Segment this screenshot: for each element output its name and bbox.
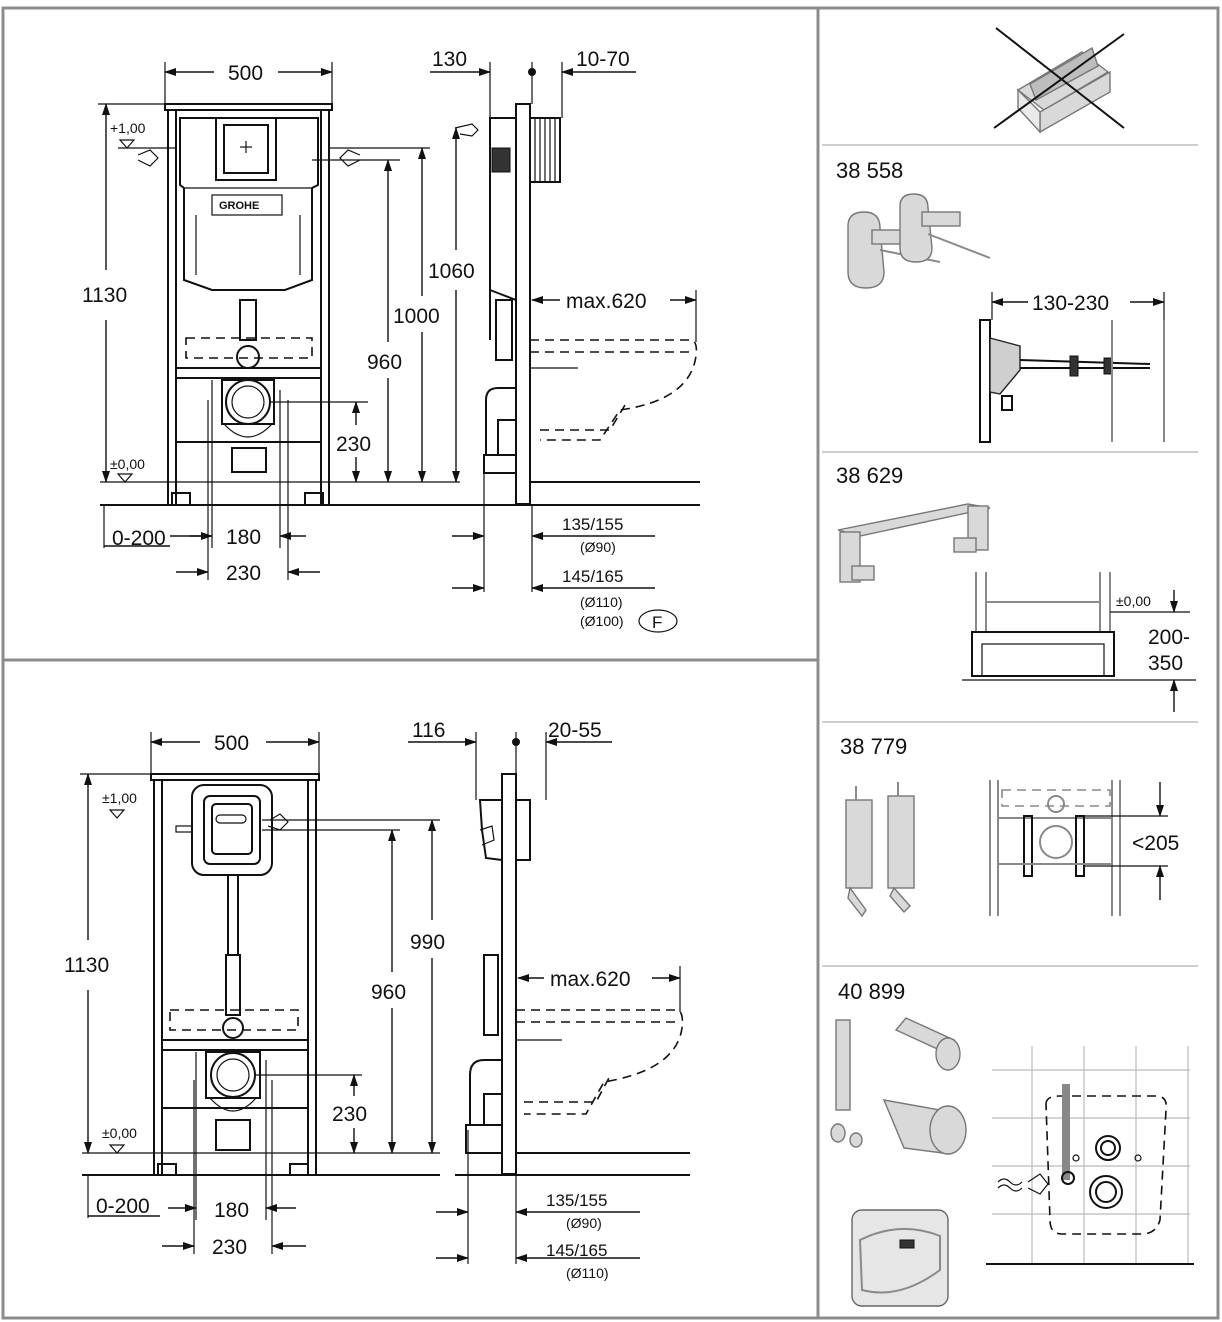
- top-max-620: max.620: [566, 290, 647, 313]
- bottom-pipe-b: 145/165: [546, 1241, 607, 1260]
- top-dim-0-200: 0-200: [112, 527, 166, 550]
- top-pipe-b-sub2: (Ø100): [580, 613, 624, 629]
- top-pipe-a-sub: (Ø90): [580, 539, 616, 555]
- crossed-out-tile-icon: [993, 27, 1125, 134]
- top-side-view: 130 10-70 1060 max.620 135/155 (Ø90) 145…: [428, 48, 700, 633]
- top-dim-230: 230: [336, 433, 371, 456]
- top-pipe-a: 135/155: [562, 515, 623, 534]
- top-country-marker: F: [652, 613, 662, 632]
- bottom-dim-0-200: 0-200: [96, 1195, 150, 1218]
- top-dim-1060: 1060: [428, 260, 475, 283]
- bottom-plus-level-label: ±1,00: [102, 790, 137, 806]
- bottom-dim-230b: 230: [212, 1236, 247, 1259]
- top-zero-level-label: ±0,00: [110, 456, 145, 472]
- accessory-code-38779: 38 779: [840, 734, 907, 759]
- accessory-38629-level: ±0,00: [1116, 593, 1151, 609]
- accessory-code-38629: 38 629: [836, 463, 903, 488]
- top-dim-180: 180: [226, 526, 261, 549]
- bottom-max-620: max.620: [550, 968, 631, 991]
- accessory-code-40899: 40 899: [838, 979, 905, 1004]
- top-pipe-b: 145/165: [562, 567, 623, 586]
- accessory-38558: 38 558 130-230: [836, 158, 1165, 443]
- sheet-frame: [1, 6, 1220, 1320]
- top-plus-level-label: +1,00: [110, 120, 146, 136]
- top-dim-960: 960: [367, 351, 402, 374]
- accessory-38779-dim: <205: [1132, 832, 1179, 855]
- accessory-code-38558: 38 558: [836, 158, 903, 183]
- accessory-38629: 38 629 ±0,00 200- 350: [836, 463, 1196, 712]
- accessory-38779: 38 779 <205: [840, 734, 1179, 918]
- accessory-38629-dim-b: 350: [1148, 652, 1183, 675]
- top-dim-130: 130: [432, 48, 467, 71]
- bottom-dim-990: 990: [410, 931, 445, 954]
- grohe-logo: GROHE: [219, 200, 259, 212]
- top-pipe-b-sub1: (Ø110): [580, 594, 623, 610]
- bottom-dim-180: 180: [214, 1199, 249, 1222]
- top-front-view: GROHE +1,00 ±0,00 500 1130: [82, 62, 470, 585]
- bottom-width-dim: 500: [214, 732, 249, 755]
- bottom-dim-960: 960: [371, 981, 406, 1004]
- top-height-dim: 1130: [82, 284, 127, 307]
- top-dim-230b: 230: [226, 562, 261, 585]
- bottom-height-dim: 1130: [64, 954, 109, 977]
- top-width-dim: 500: [228, 62, 263, 85]
- top-dim-10-70: 10-70: [576, 48, 630, 71]
- accessory-38558-dim: 130-230: [1032, 292, 1109, 315]
- bottom-dim-116: 116: [412, 719, 445, 742]
- bottom-dim-230: 230: [332, 1103, 367, 1126]
- bottom-pipe-a: 135/155: [546, 1191, 607, 1210]
- bottom-dim-20-55: 20-55: [548, 719, 602, 742]
- bottom-side-view: 116 20-55 max.620 135/155 (Ø90) 145/165 …: [408, 719, 690, 1281]
- top-dim-1000: 1000: [393, 305, 440, 328]
- accessory-38629-dim-a: 200-: [1148, 626, 1190, 649]
- bottom-front-view: ±1,00 ±0,00 500 1130 990 960 230 0-200: [64, 732, 445, 1259]
- bottom-pipe-b-sub: (Ø110): [566, 1265, 609, 1281]
- accessory-40899: 40 899: [830, 979, 1194, 1307]
- bottom-pipe-a-sub: (Ø90): [566, 1215, 602, 1231]
- bottom-zero-level-label: ±0,00: [102, 1125, 137, 1141]
